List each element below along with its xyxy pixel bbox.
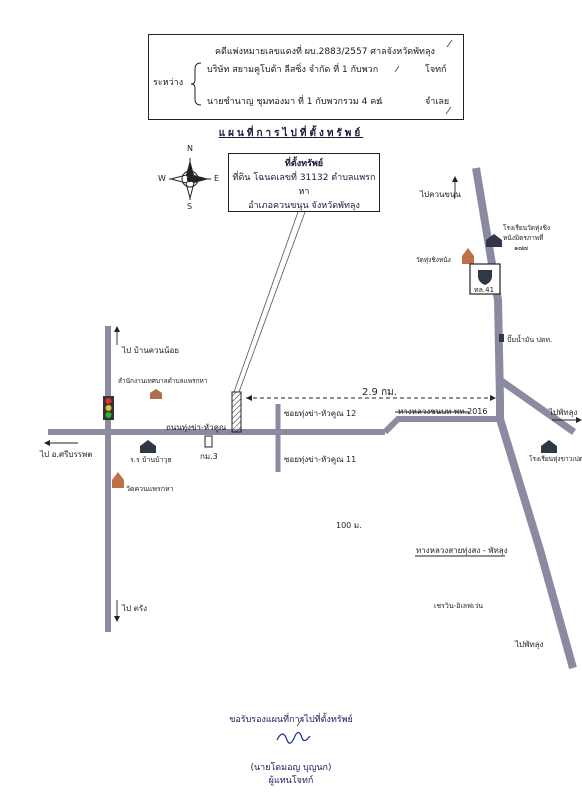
label-chiang: เชรวิน-อิเลฟเว่น: [434, 602, 484, 610]
signature-mark: [276, 731, 311, 744]
label-soi11: ซอยทุ่งข่า-หัวคูณ 11: [284, 455, 357, 464]
certify-text: ขอรับรองแผนที่การไปที่ตั้งทรัพย์: [229, 715, 353, 725]
compass-s: S: [187, 202, 193, 211]
map-title: แผนที่การไปที่ตั้งทรัพย์: [218, 128, 364, 139]
defendant-name: นายชำนาญ ชุมทองมา ที่ 1 กับพวกรวม 4 คน: [207, 97, 383, 107]
label-to-phatthalung-right: ไปพัทลุง: [549, 408, 578, 417]
label-wat-left: วัดควนแพรกหา: [126, 485, 174, 493]
temple-icon: [112, 472, 124, 488]
plaintiff-role: โจทก์: [425, 65, 447, 75]
label-school-top2: หนังมิตรภาพที่: [503, 234, 544, 242]
label-school-left: ร.ร บ้านบ้าวุธ: [130, 456, 172, 464]
school-right-icon: [541, 440, 557, 453]
traffic-light-icon: [103, 396, 114, 420]
plaintiff-name: บริษัท สยามคูโบต้า ลีสซิ่ง จำกัด ที่ 1 ก…: [207, 65, 379, 75]
label-tambon-office: สำนักงานเทศบาลตำบลแพรกหา: [118, 377, 208, 385]
arrow-down-icon: [114, 600, 120, 622]
property-title: ที่ตั้งทรัพย์: [284, 159, 324, 169]
arrow-left-icon: [44, 440, 78, 446]
property-marker: [231, 391, 242, 433]
brace-icon: [190, 62, 202, 106]
signer-name: (นายโดมอญ บุญนก): [250, 763, 332, 773]
label-road-main: ถนนทุ่งข่า-หัวคูณ: [166, 423, 227, 432]
label-wat-top: วัดทุ่งชิงหนัง: [416, 256, 451, 264]
label-highway-41: ทล.41: [474, 286, 495, 294]
label-school-top: โรงเรียนวัดทุ่งชิง: [503, 224, 551, 232]
label-school-right: โรงเรียนทุ่งขาวเปด: [529, 455, 582, 463]
label-to-trang: ไป ตรัง: [122, 604, 148, 613]
compass-w: W: [158, 174, 166, 183]
signer-role: ผู้แทนโจทก์: [268, 776, 314, 786]
label-highway-2016: ทางหลวงชนบท พท.2016: [398, 407, 488, 416]
label-school-top-num: ๑๗๗: [514, 244, 528, 252]
label-to-ban-khuan-noi: ไป บ้านควนน้อย: [122, 346, 179, 355]
label-soi12: ซอยทุ่งข่า-หัวคูณ 12: [284, 409, 357, 418]
arrow-right-icon: [552, 417, 582, 423]
compass-e: E: [214, 174, 220, 183]
arrow-up-right-icon: [452, 176, 458, 198]
compass-n: N: [187, 144, 193, 153]
distance-label: 2.9 กม.: [362, 387, 397, 398]
property-line1: ที่ดิน โฉนดเลขที่ 31132 ตำบลแพรกหา: [232, 173, 376, 197]
distance-short-label: 100 ม.: [336, 521, 362, 530]
property-line2: อำเภอควนขนุน จังหวัดพัทลุง: [248, 201, 360, 211]
label-to-phatthalung-bottom: ไปพัทลุง: [515, 640, 544, 649]
label-km3: กม.3: [200, 452, 218, 461]
highway-shield-icon: [469, 263, 501, 295]
arrow-up-left-icon: [114, 326, 120, 345]
label-to-khuan-khanun: ไปควนขนุน: [420, 190, 461, 199]
km-marker-icon: [204, 435, 213, 448]
label-highway-bottom: ทางหลวงสายทุ่งสง - พัทลุง: [416, 546, 508, 555]
property-box: ที่ตั้งทรัพย์ ที่ดิน โฉนดเลขที่ 31132 ตำ…: [228, 153, 380, 212]
label-gas-station: ปั๊มน้ำมัน ปตท.: [507, 336, 553, 344]
label-to-sri-banphot: ไป อ.ศรีบรรพต: [40, 450, 93, 459]
defendant-role: จำเลย: [425, 97, 450, 107]
between-label: ระหว่าง: [153, 78, 184, 88]
compass-icon: [169, 158, 211, 200]
case-header-box: คดีแพ่งหมายเลขแดงที่ ผบ.2883/2557 ศาลจัง…: [148, 34, 464, 120]
case-number: คดีแพ่งหมายเลขแดงที่ ผบ.2883/2557 ศาลจัง…: [215, 47, 435, 57]
school-top-icon: [486, 234, 502, 247]
gas-station-icon: [499, 334, 504, 342]
school-icon: [140, 440, 156, 453]
temple-top-icon: [462, 248, 474, 264]
office-building-icon: [150, 389, 162, 399]
